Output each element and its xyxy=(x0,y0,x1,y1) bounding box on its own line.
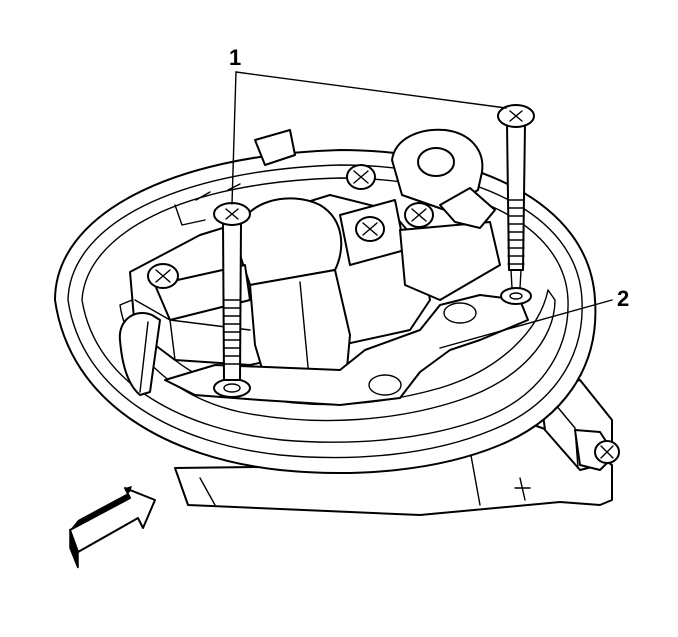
phillips-screw-icon xyxy=(497,104,535,128)
callout-leaders xyxy=(231,71,613,349)
phillips-screw-icon xyxy=(147,263,179,289)
callout-label-2: 2 xyxy=(617,286,629,311)
long-screw-right xyxy=(497,104,535,305)
phillips-screw-icon xyxy=(355,216,385,242)
valve-body xyxy=(129,194,501,396)
body-screws xyxy=(147,164,434,289)
top-fitting xyxy=(254,128,496,229)
seal-plate xyxy=(164,294,529,406)
phillips-screw-icon xyxy=(213,202,251,226)
phillips-screw-icon xyxy=(346,164,376,190)
view-direction-arrow-icon xyxy=(69,486,156,569)
vacuum-hose xyxy=(118,312,161,396)
long-screw-left xyxy=(213,202,251,398)
phillips-screw-icon xyxy=(404,202,434,228)
callout-label-1: 1 xyxy=(229,45,241,70)
side-knob xyxy=(574,429,620,471)
